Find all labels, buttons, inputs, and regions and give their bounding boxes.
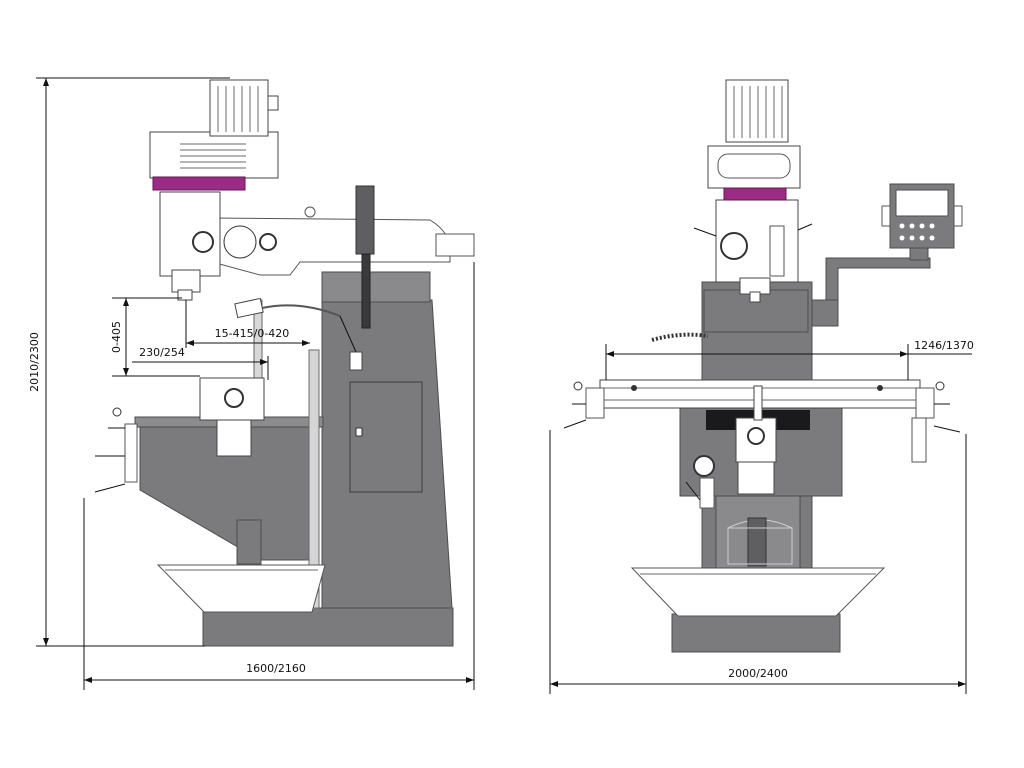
- front-view: 1246/1370 2000/2400: [549, 79, 974, 694]
- side-column: [321, 299, 453, 609]
- front-right-crank: [911, 381, 961, 463]
- side-quill-lever: [355, 185, 375, 255]
- table-length-label: 1246/1370: [914, 339, 974, 352]
- front-dro-arm: [811, 245, 931, 327]
- side-ram-end: [435, 233, 475, 257]
- overall-width-label: 2000/2400: [728, 667, 788, 680]
- side-base: [202, 607, 454, 647]
- side-power-feed: [234, 297, 363, 371]
- side-belt-housing-ribs: [180, 143, 246, 169]
- side-head-body: [159, 191, 221, 277]
- dim-overall-length: 1600/2160: [83, 262, 475, 690]
- front-quill-handwheel: [720, 232, 748, 260]
- dim-spindle-to-column: 230/254: [132, 346, 269, 380]
- side-panel-switch: [355, 427, 363, 437]
- front-chip-tray: [630, 567, 886, 617]
- side-chip-tray: [156, 564, 326, 613]
- front-base: [671, 613, 841, 653]
- overall-length-label: 1600/2160: [246, 662, 306, 675]
- side-motor: [209, 79, 269, 137]
- dim-overall-width: 2000/2400: [549, 430, 967, 694]
- side-spindle-nose: [177, 289, 193, 301]
- dim-table-length: 1246/1370: [605, 339, 974, 380]
- front-left-crank: [563, 381, 605, 429]
- overall-height-label: 2010/2300: [28, 332, 41, 392]
- dim-overall-height: 2010/2300: [28, 77, 230, 647]
- front-purple-collar: [723, 187, 787, 201]
- dim-ram-travel: 15-415/0-420: [185, 300, 310, 348]
- spindle-to-column-label: 230/254: [139, 346, 185, 359]
- front-dro-display: [881, 183, 963, 249]
- side-view: 2010/2300 1600/2160 0-405 15-415/0-4: [28, 77, 475, 690]
- front-coolant-hose: [651, 332, 709, 342]
- front-motor: [725, 79, 789, 143]
- side-access-panel: [349, 381, 423, 493]
- side-motor-fins: [217, 86, 259, 132]
- side-knee-post: [236, 519, 262, 565]
- quill-travel-label: 0-405: [110, 321, 123, 353]
- side-column-way: [308, 349, 320, 609]
- ram-travel-label: 15-415/0-420: [215, 327, 290, 340]
- side-purple-collar: [152, 176, 246, 191]
- side-belt-housing: [149, 131, 279, 179]
- dim-quill-travel: 0-405: [110, 297, 200, 377]
- side-lifting-eye: [304, 206, 316, 218]
- side-feed-handwheel: [192, 231, 214, 253]
- front-knee-handwheel: [693, 455, 715, 477]
- side-column-head: [321, 271, 431, 303]
- side-quill-housing: [171, 269, 201, 293]
- side-table-crank: [94, 407, 138, 493]
- front-motor-fins: [733, 86, 783, 138]
